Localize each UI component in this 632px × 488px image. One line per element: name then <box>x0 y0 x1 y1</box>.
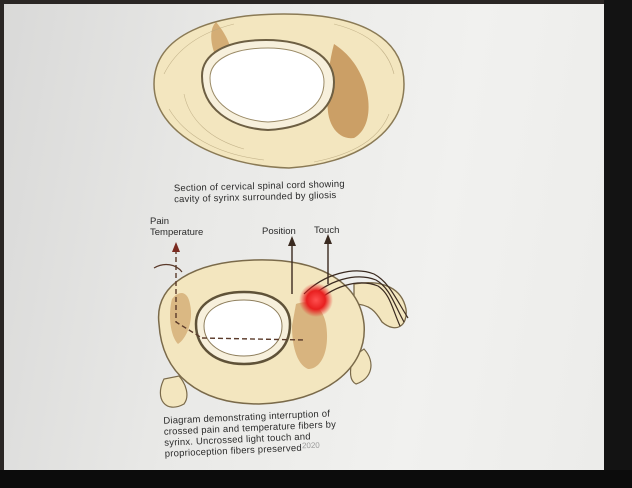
cervical-cord-section <box>154 14 404 168</box>
position-label: Position <box>262 226 296 237</box>
syrinx-cavity-bottom <box>204 300 282 356</box>
spinal-cord-diagram <box>4 4 604 470</box>
temperature-label: Temperature <box>150 227 203 238</box>
monitor-bezel-bottom <box>0 470 632 488</box>
fiber-diagram <box>154 234 408 407</box>
sensory-fiber-left <box>154 265 182 272</box>
monitor-bezel-right <box>604 0 632 488</box>
lesion-marker <box>299 283 333 317</box>
position-arrow-head <box>288 236 296 246</box>
slide-screen: Section of cervical spinal cord showing … <box>4 4 604 470</box>
top-caption: Section of cervical spinal cord showing … <box>174 179 345 205</box>
pain-label: Pain <box>150 216 169 227</box>
nerve-root-left <box>160 376 187 407</box>
pain-arrow-head <box>172 242 180 252</box>
watermark-year: 2020 <box>302 441 320 451</box>
bottom-caption: Diagram demonstrating interruption of cr… <box>163 408 337 459</box>
touch-label: Touch <box>314 225 339 236</box>
